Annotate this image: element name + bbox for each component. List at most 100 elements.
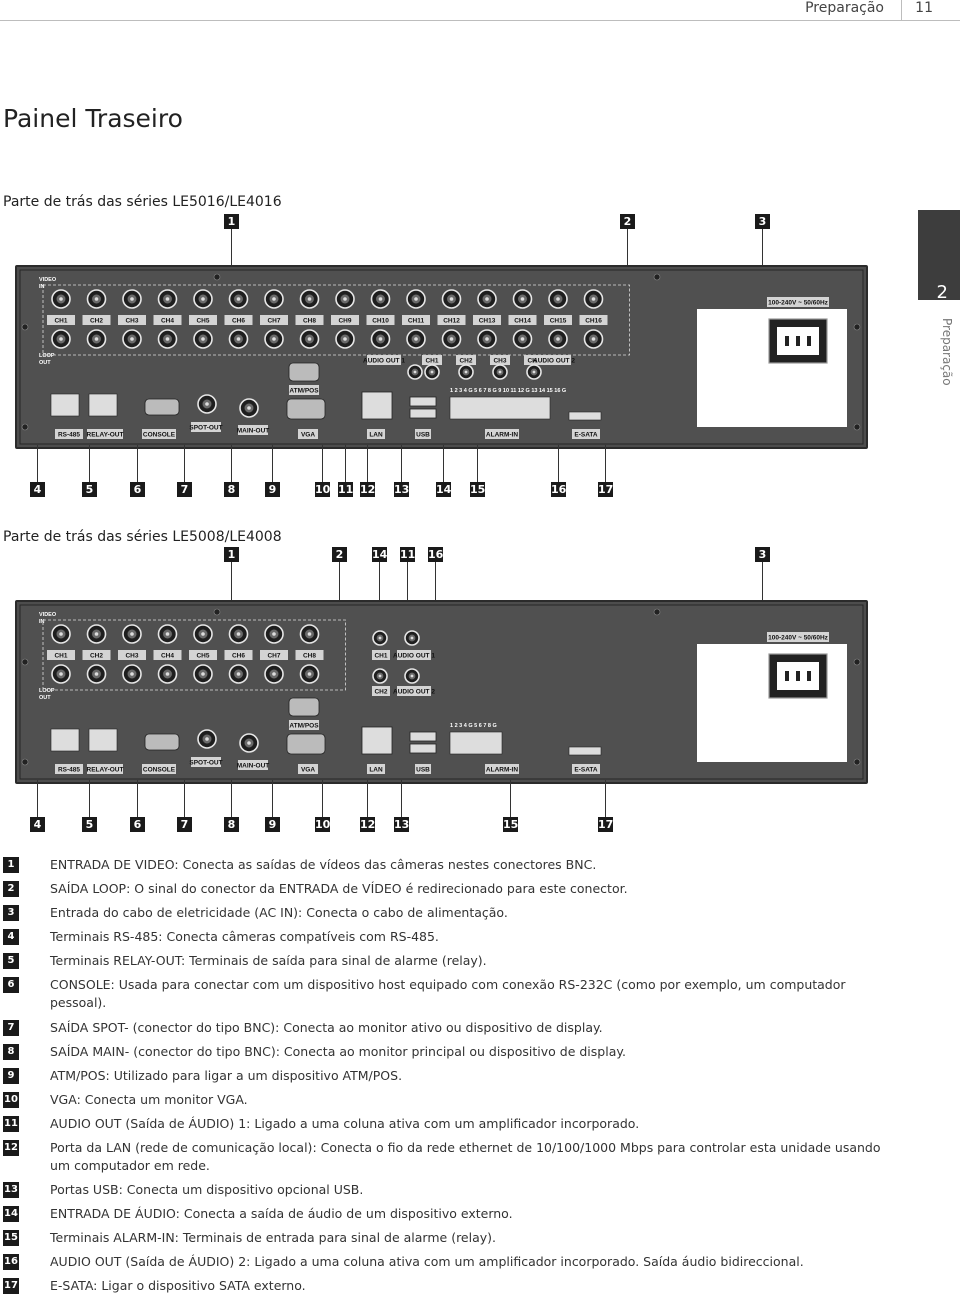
rs485-terminal [50, 393, 80, 417]
screw [21, 758, 29, 766]
page-title: Painel Traseiro [3, 104, 183, 133]
atmpos-label: ATM/POS [289, 723, 319, 730]
callout-badge: 11 [338, 482, 354, 497]
description-number: 1 [3, 857, 19, 873]
screw [653, 608, 661, 616]
channel-label: CH2 [90, 318, 103, 325]
description-number: 12 [3, 1140, 19, 1156]
channel-label: CH4 [161, 653, 174, 660]
bnc-pin [498, 370, 502, 374]
callout-leader [89, 445, 90, 482]
channel-label: CH1 [54, 318, 67, 325]
channel-label: CH1 [54, 653, 67, 660]
description-number: 10 [3, 1092, 19, 1108]
bnc-pin [165, 337, 170, 341]
bnc-pin [414, 337, 418, 341]
channel-label: CH3 [125, 653, 138, 660]
callout-leader [367, 780, 368, 817]
callout-leader [605, 445, 606, 482]
atmpos-label-bg [289, 720, 319, 730]
bnc-pin [485, 337, 489, 341]
port-label: SPOT-OUT [189, 425, 222, 432]
description-number: 7 [3, 1020, 19, 1036]
callout-leader [184, 445, 185, 482]
callout-badge: 14 [372, 547, 388, 562]
audio-in-label: CH1 [425, 358, 438, 365]
screw [853, 423, 861, 431]
callout-badge: 12 [360, 817, 376, 832]
channel-label-bg [260, 650, 288, 660]
description-number: 8 [3, 1044, 19, 1060]
channel-label-bg [402, 315, 430, 325]
relay-terminal [88, 728, 118, 752]
channel-label: CH5 [196, 318, 209, 325]
port-label: USB [416, 432, 430, 439]
running-header-section: Preparação [805, 0, 884, 16]
callout-leader [37, 445, 38, 482]
channel-label: CH2 [90, 653, 103, 660]
port-label-bg [191, 757, 221, 767]
bnc-pin [520, 297, 525, 301]
description-number: 2 [3, 881, 19, 897]
callout-leader [345, 445, 346, 482]
audio-in-label-bg [372, 650, 390, 660]
callout-leader [137, 445, 138, 482]
loop-out-label-2: OUT [39, 695, 51, 701]
callout-badge: 2 [332, 547, 347, 562]
channel-label: CH11 [408, 318, 425, 325]
port-label: CONSOLE [143, 767, 176, 774]
callout-leader [272, 780, 273, 817]
channel-label-bg [153, 315, 182, 325]
channel-label-bg [153, 650, 182, 660]
loop-out-label-2: OUT [39, 360, 51, 366]
power-rating: 100-240V ~ 50/60Hz [768, 300, 829, 307]
port-label-bg [55, 764, 83, 774]
bnc-pin [378, 297, 383, 301]
port-label: CONSOLE [143, 432, 176, 439]
bnc-pin [591, 337, 596, 341]
port-label-bg [367, 764, 385, 774]
bnc-pin [59, 337, 63, 341]
port-label-bg [485, 764, 519, 774]
port-label-bg [298, 429, 318, 439]
callout-badge: 17 [598, 482, 614, 497]
bnc-pin [165, 632, 170, 636]
chapter-number: 2 [936, 282, 948, 303]
bnc-pin [59, 297, 63, 301]
callout-badge: 1 [224, 214, 239, 229]
bnc-pin [201, 297, 205, 301]
callout-leader [762, 562, 763, 600]
channel-label-bg [118, 315, 146, 325]
callout-leader [443, 445, 444, 482]
description-text: AUDIO OUT (Saída de ÁUDIO) 1: Ligado a u… [50, 1116, 640, 1131]
audio-in-label-bg [372, 686, 390, 696]
port-label-bg [87, 764, 123, 774]
vga-port [286, 733, 326, 755]
port-label-bg [415, 764, 431, 774]
bnc-pin [165, 297, 170, 301]
description-text: Terminais ALARM-IN: Terminais de entrada… [50, 1230, 497, 1245]
console-db9 [144, 733, 180, 751]
channel-label: CH8 [303, 318, 316, 325]
bnc-pin [307, 337, 312, 341]
callout-leader [477, 445, 478, 482]
channel-label-bg [544, 315, 572, 325]
callout-leader [510, 780, 511, 817]
channel-label: CH7 [267, 318, 280, 325]
video-group-outline [42, 284, 630, 356]
audio-out-1-label: AUDIO OUT 1 [393, 653, 435, 660]
callout-badge: 3 [755, 547, 770, 562]
description-text: Terminais RELAY-OUT: Terminais de saída … [50, 953, 487, 968]
callout-badge: 3 [755, 214, 770, 229]
channel-label-bg [82, 650, 111, 660]
callout-leader [89, 780, 90, 817]
port-label: RS-485 [58, 432, 80, 439]
callout-badge: 1 [224, 547, 239, 562]
port-label-bg [298, 764, 318, 774]
bnc-pin [272, 337, 276, 341]
callout-leader [605, 780, 606, 817]
callout-badge: 12 [360, 482, 376, 497]
series-16-subtitle: Parte de trás das séries LE5016/LE4016 [3, 194, 282, 210]
bnc-pin [205, 402, 209, 406]
